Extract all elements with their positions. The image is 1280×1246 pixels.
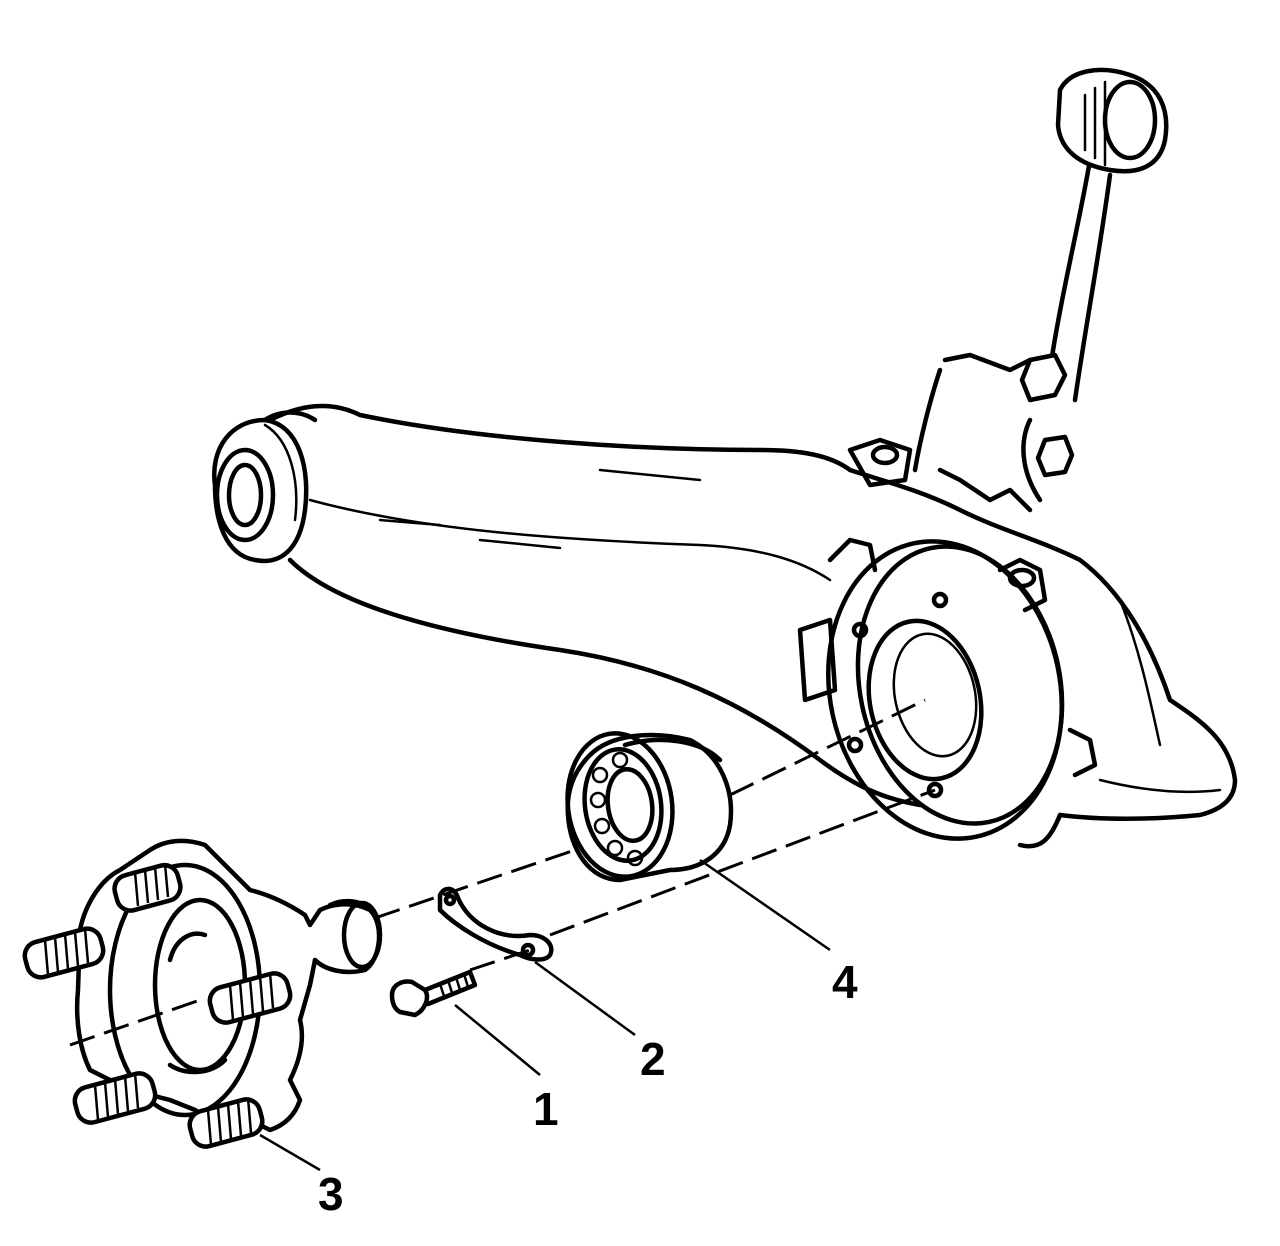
wheel-stud <box>72 1071 158 1125</box>
leader-4 <box>699 858 831 952</box>
trailing-arm <box>267 403 1238 849</box>
leader-2 <box>534 960 636 1037</box>
wheel-bearing <box>565 731 734 883</box>
upper-control-link <box>847 67 1169 513</box>
leader-1 <box>454 1004 541 1076</box>
wheel-stud <box>112 862 183 913</box>
wheel-stud <box>207 971 293 1025</box>
wheel-hub <box>22 838 383 1149</box>
assembly-axis-lines <box>69 698 936 1047</box>
callout-1: 1 <box>533 1083 559 1135</box>
leader-3 <box>259 1133 321 1172</box>
retainer-bolt <box>389 969 478 1018</box>
callout-2: 2 <box>640 1033 666 1085</box>
wheel-stud <box>22 926 106 980</box>
wheel-stud <box>187 1097 265 1149</box>
front-bushing <box>212 410 318 564</box>
callout-3: 3 <box>318 1168 344 1220</box>
bearing-housing-flange <box>797 537 1098 841</box>
bearing-retainer <box>437 886 554 962</box>
callout-leaders <box>259 858 831 1172</box>
callout-4: 4 <box>832 956 858 1008</box>
